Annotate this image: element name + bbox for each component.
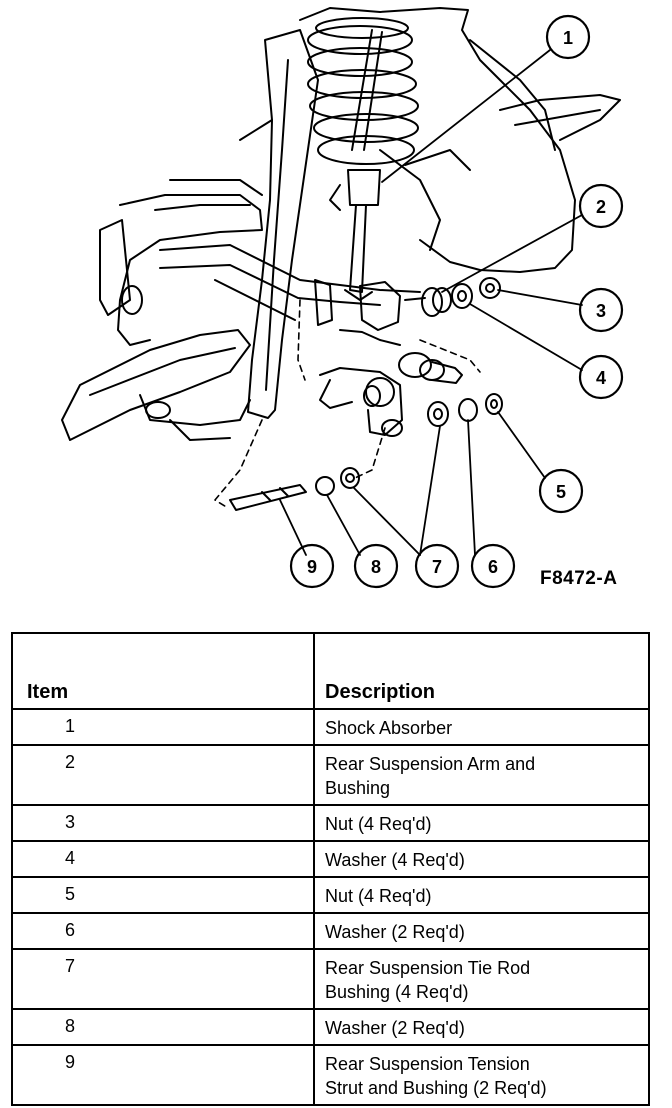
callout-7: 7 (432, 557, 442, 577)
table-row: 3 Nut (4 Req'd) (11, 804, 650, 842)
shock-absorber (329, 29, 383, 301)
description-cell: Washer (4 Req'd) (313, 840, 650, 878)
callout-4: 4 (596, 368, 606, 388)
description-line: Strut and Bushing (2 Req'd) (325, 1078, 547, 1098)
item-number-cell: 3 (11, 804, 315, 842)
bushing-hardware (229, 277, 503, 511)
diagram-drawing: 1 2 3 4 5 6 7 8 9 (61, 7, 624, 589)
crossmember (159, 244, 421, 436)
description-line: Shock Absorber (325, 718, 453, 738)
body-panel (299, 7, 621, 273)
description-line: Nut (4 Req'd) (325, 814, 432, 834)
figure-code: F8472-A (540, 568, 618, 589)
description-line: Rear Suspension Tension (325, 1054, 530, 1074)
item-number-cell: 6 (11, 912, 315, 950)
callout-1: 1 (563, 28, 573, 48)
description-line: Rear Suspension Arm and (325, 754, 536, 774)
description-line: Nut (4 Req'd) (325, 886, 432, 906)
description-cell: Washer (2 Req'd) (313, 1008, 650, 1046)
description-line: Washer (2 Req'd) (325, 922, 465, 942)
description-line: Rear Suspension Tie Rod (325, 958, 531, 978)
lower-control-arm (239, 29, 319, 419)
callout-3: 3 (596, 301, 606, 321)
description-line: Bushing (325, 778, 391, 798)
item-number-cell: 9 (11, 1044, 315, 1106)
callout-2: 2 (596, 197, 606, 217)
frame-rail (61, 179, 263, 441)
table-header-row: Item Description (11, 632, 650, 710)
description-cell: Nut (4 Req'd) (313, 804, 650, 842)
description-line: Bushing (4 Req'd) (325, 982, 469, 1002)
item-number-cell: 1 (11, 708, 315, 746)
item-column-header: Item (11, 632, 315, 710)
callout-8: 8 (371, 557, 381, 577)
callout-circles (289, 14, 624, 589)
alignment-dashed-lines (214, 299, 481, 509)
table-row: 8 Washer (2 Req'd) (11, 1008, 650, 1046)
callout-9: 9 (307, 557, 317, 577)
item-number-cell: 5 (11, 876, 315, 914)
callout-leaders (279, 49, 583, 556)
table-row: 1 Shock Absorber (11, 708, 650, 746)
callout-5: 5 (556, 482, 566, 502)
callout-6: 6 (488, 557, 498, 577)
table-row: 6 Washer (2 Req'd) (11, 912, 650, 950)
item-number-cell: 8 (11, 1008, 315, 1046)
description-cell: Nut (4 Req'd) (313, 876, 650, 914)
description-line: Washer (2 Req'd) (325, 1018, 465, 1038)
item-number-cell: 2 (11, 744, 315, 806)
description-cell: Shock Absorber (313, 708, 650, 746)
description-cell: Washer (2 Req'd) (313, 912, 650, 950)
description-line: Washer (4 Req'd) (325, 850, 465, 870)
item-number-cell: 7 (11, 948, 315, 1010)
table-row: 5 Nut (4 Req'd) (11, 876, 650, 914)
item-number-cell: 4 (11, 840, 315, 878)
coil-spring (307, 17, 419, 165)
description-column-header: Description (313, 632, 650, 710)
suspension-exploded-diagram: 1 2 3 4 5 6 7 8 9 F8472-A (61, 7, 624, 589)
table-row: 4 Washer (4 Req'd) (11, 840, 650, 878)
